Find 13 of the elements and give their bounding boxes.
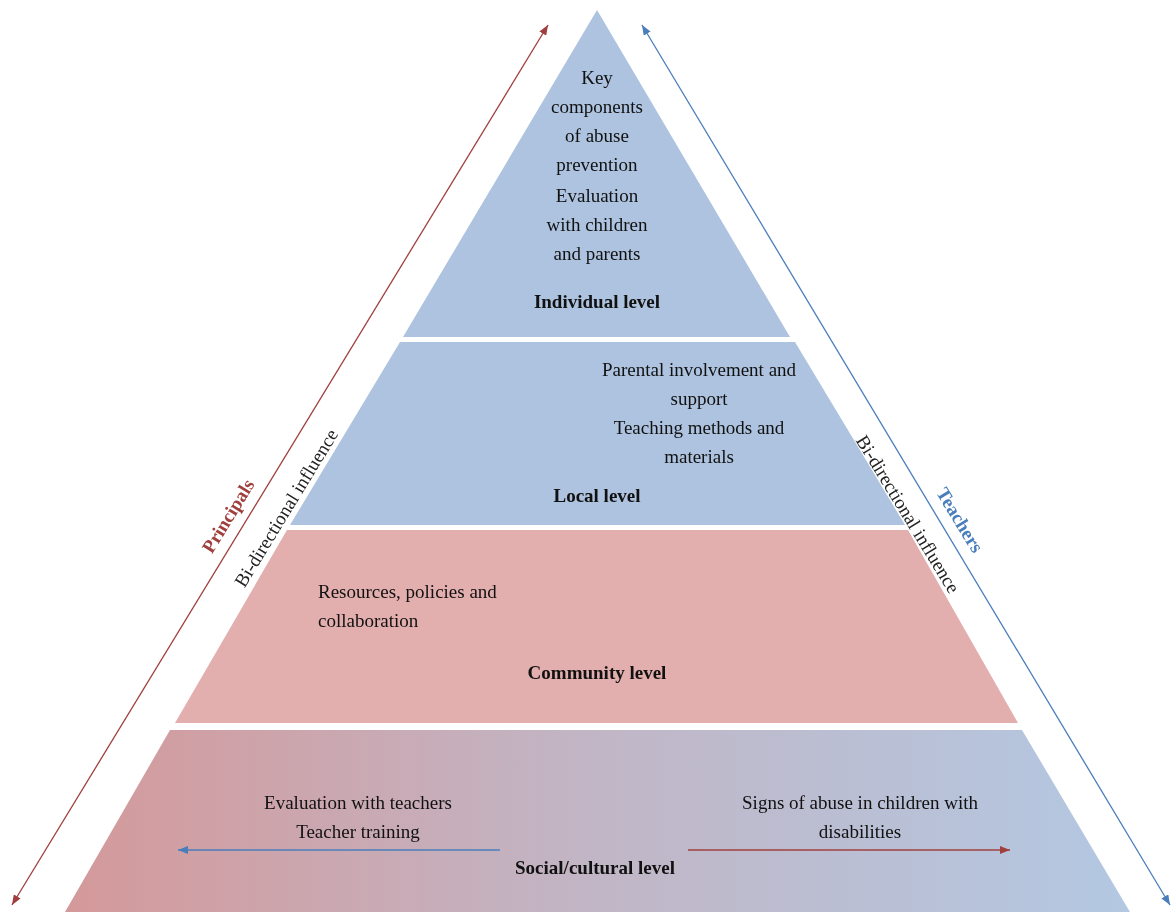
pyramid-level [65,730,1130,912]
level-heading: Community level [526,661,668,685]
text-note: Signs of abuse in children with disabilities [710,785,1010,850]
pyramid-level [403,10,790,337]
level-text: Parental involvement and support [600,358,798,411]
level-text: Evaluation with children and parents [545,184,649,266]
level-heading: Individual level [532,290,662,314]
level-heading: Local level [552,484,642,508]
level-heading: Social/cultural level [514,856,676,880]
level-text: Key components of abuse prevention [550,66,644,177]
level-text: Teaching methods and materials [612,416,786,469]
text-note: Evaluation with teachers Teacher training [178,785,538,850]
level-text: Resources, policies and collaboration [318,580,498,633]
